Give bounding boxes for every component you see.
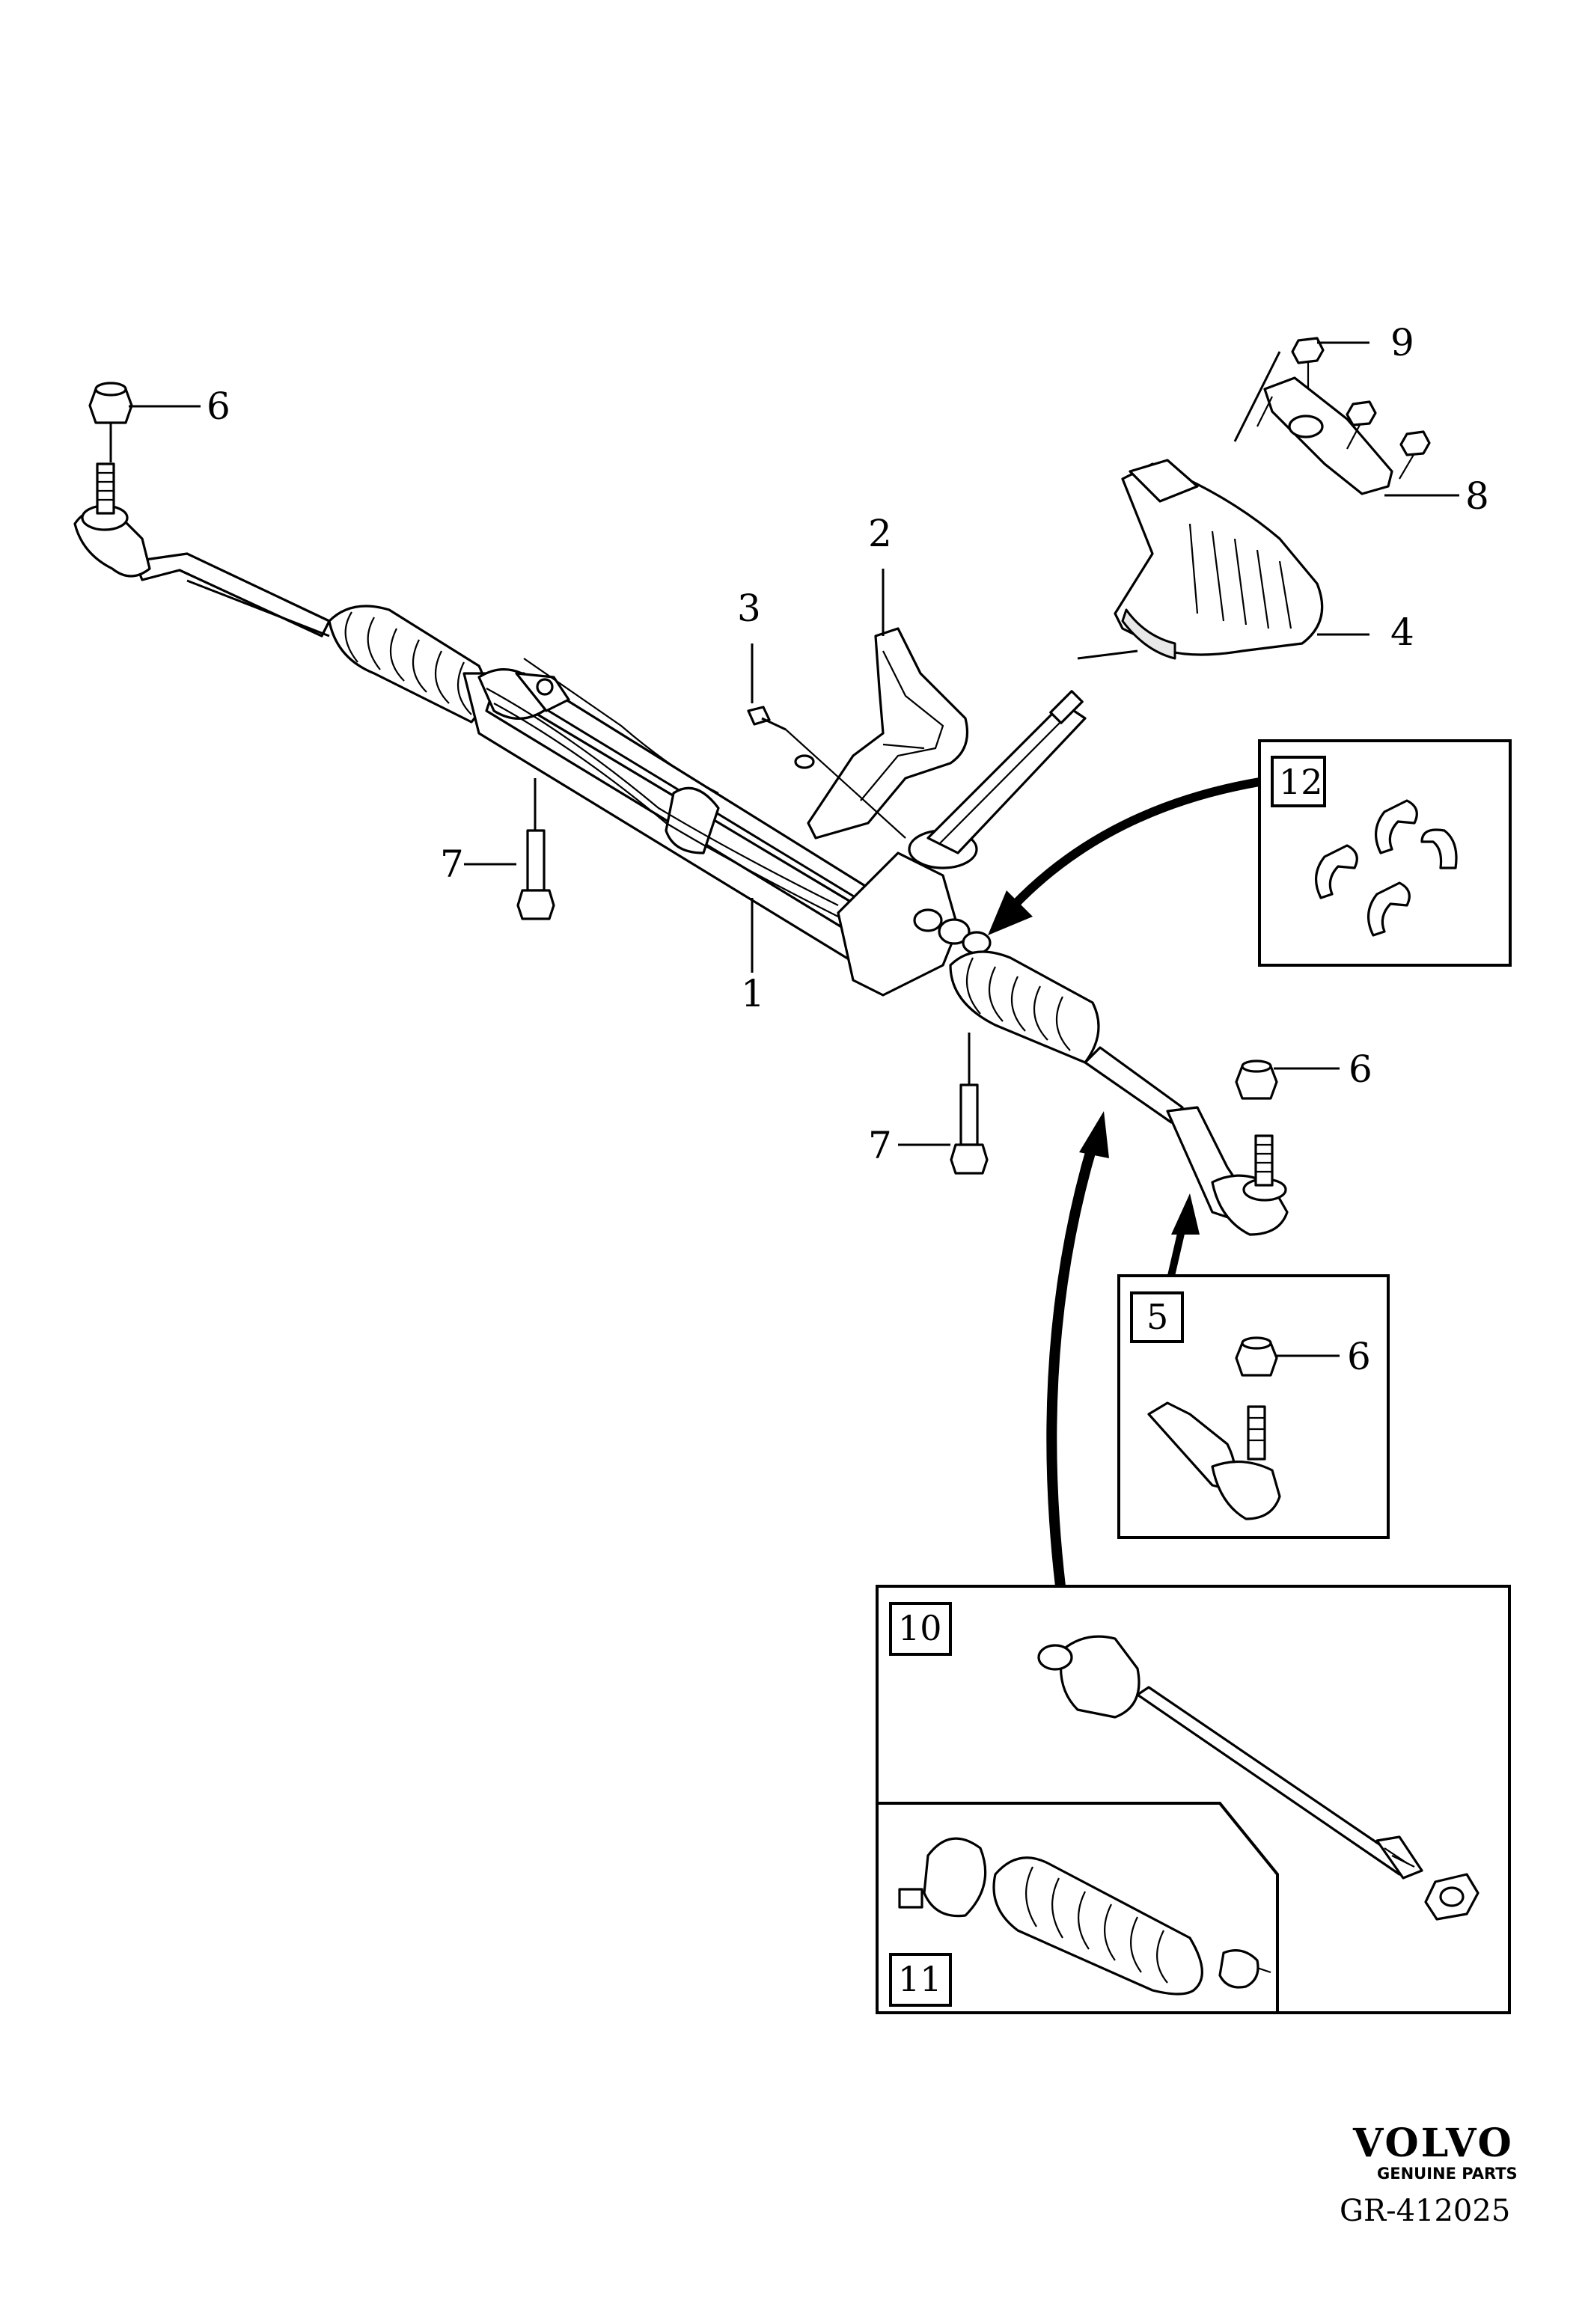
callout-2: 2 (868, 512, 892, 555)
steering-rack (73, 382, 1289, 1236)
arrows (988, 777, 1261, 1587)
detail-box-12: 12 (1258, 739, 1512, 967)
steering-boot-cover (1114, 459, 1324, 660)
callout-6-left: 6 (207, 385, 230, 428)
leader-lines (129, 341, 1459, 1146)
callout-7-right: 7 (868, 1124, 892, 1167)
detail-box-5: 5 6 (1117, 1274, 1390, 1539)
callout-6-right: 6 (1349, 1048, 1372, 1091)
volvo-logo: VOLVO GENUINE PARTS (1352, 2120, 1518, 2183)
heat-shield-bracket (807, 627, 969, 840)
detail-box-11: 11 (876, 1802, 1279, 2014)
callout-1: 1 (741, 972, 765, 1015)
callout-8: 8 (1465, 474, 1489, 518)
box-label-5: 5 (1146, 1297, 1168, 1337)
mounting-plate (1256, 376, 1393, 495)
box-label-10: 10 (898, 1608, 942, 1648)
nuts (1291, 337, 1431, 480)
callout-6-box5: 6 (1347, 1335, 1371, 1378)
callout-4: 4 (1390, 611, 1414, 654)
box-label-11: 11 (898, 1959, 942, 1999)
screw (747, 706, 906, 839)
diagram-reference: GR-412025 (1340, 2194, 1510, 2228)
callout-7-left: 7 (440, 843, 464, 886)
callout-9: 9 (1390, 321, 1414, 364)
brand-name: VOLVO (1352, 2120, 1514, 2166)
box-label-12: 12 (1279, 762, 1323, 802)
callouts: 1 2 3 4 6 6 7 7 8 9 (207, 321, 1489, 1167)
callout-3: 3 (737, 587, 761, 630)
brand-tagline: GENUINE PARTS (1377, 2165, 1518, 2183)
